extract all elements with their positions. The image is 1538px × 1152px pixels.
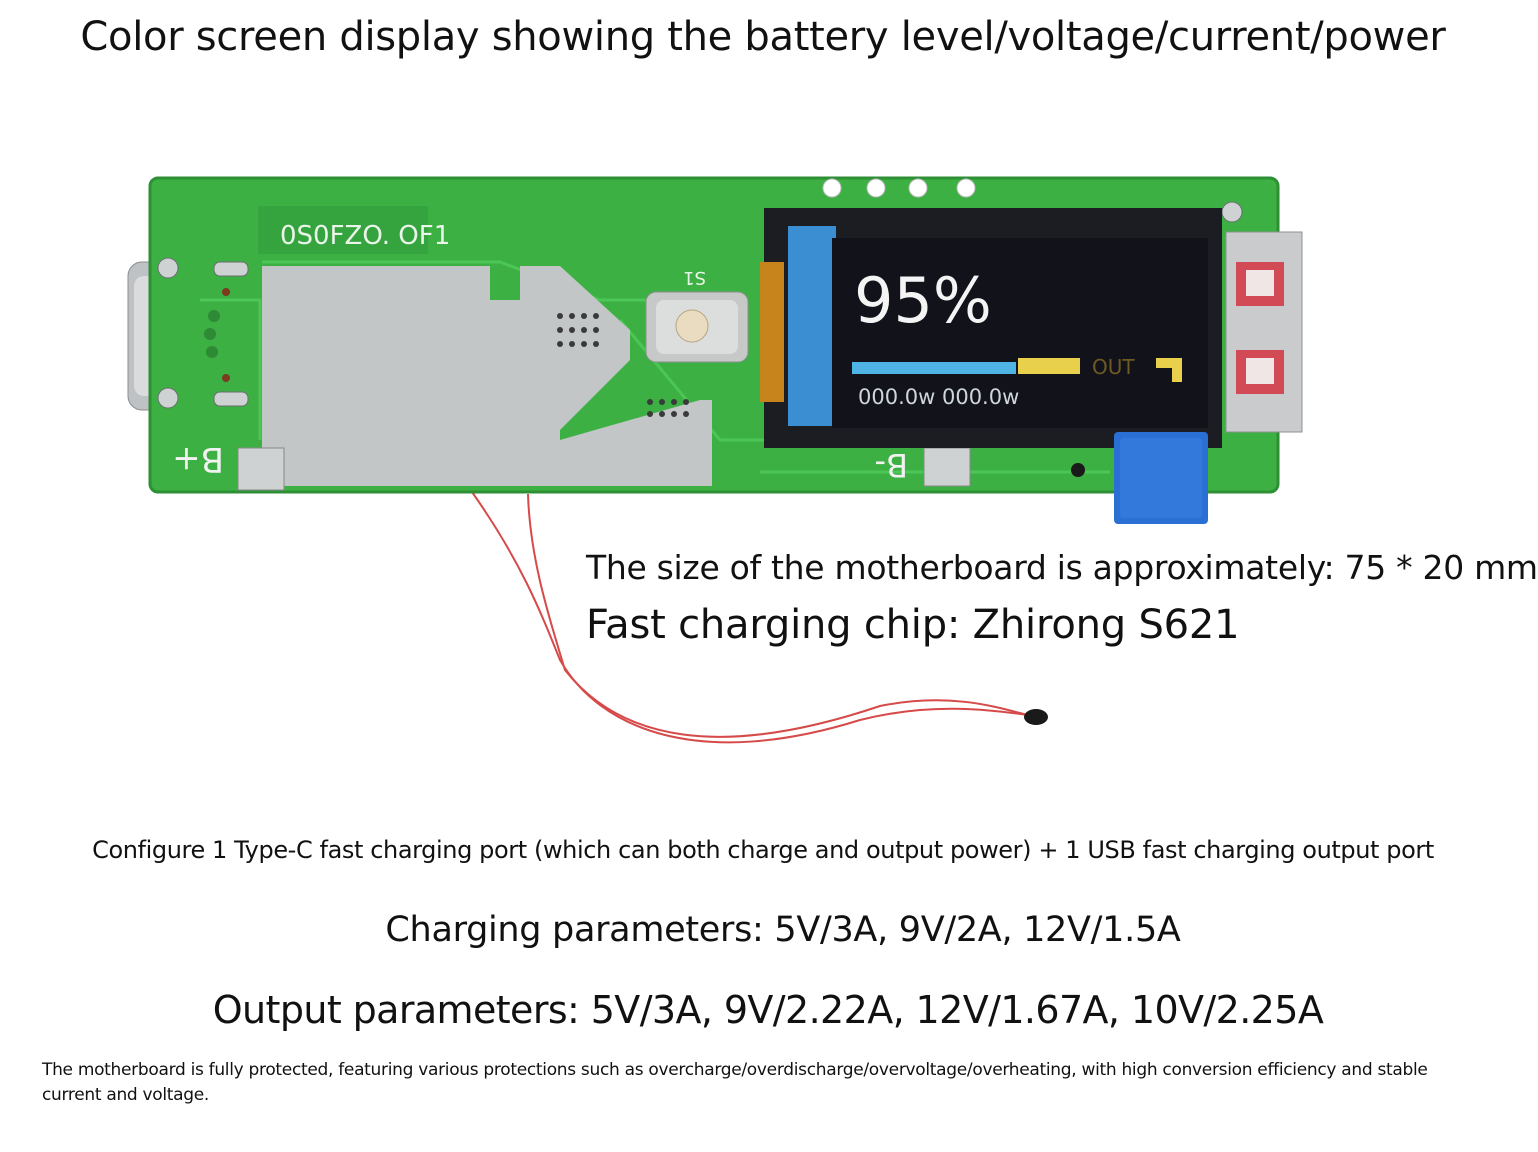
button-cap[interactable] <box>675 309 709 343</box>
bminus-label: B- <box>875 446 909 484</box>
out-label: OUT <box>1092 355 1135 379</box>
charging-spec: Charging parameters: 5V/3A, 9V/2A, 12V/1… <box>385 910 1181 950</box>
bplus-label: B+ <box>172 439 224 479</box>
size-spec: The size of the motherboard is approxima… <box>586 548 1538 587</box>
protection-note: The motherboard is fully protected, feat… <box>42 1060 1428 1105</box>
output-spec: Output parameters: 5V/3A, 9V/2.22A, 12V/… <box>212 988 1324 1032</box>
lcd-display <box>760 208 1222 448</box>
chip-spec: Fast charging chip: Zhirong S621 <box>586 602 1240 648</box>
page-title: Color screen display showing the battery… <box>80 14 1446 60</box>
power-bar <box>1018 358 1080 374</box>
usb-a-port <box>1225 231 1303 433</box>
silk-code: 0S0FZO. OF1 <box>280 221 450 251</box>
current-bar <box>852 362 1016 374</box>
switch-label: S1 <box>683 267 706 288</box>
via-array <box>557 313 689 417</box>
power-button[interactable] <box>645 291 749 363</box>
thermistor-wire <box>471 491 1041 744</box>
thermistor-bead <box>1024 709 1048 725</box>
power-readout: 000.0w 000.0w <box>858 385 1019 409</box>
product-image: 0S0FZO. OF1 S1 B+ B- 95% OUT 000.0w 000.… <box>127 176 1303 744</box>
bminus-pad <box>923 447 971 487</box>
out-bracket <box>1156 358 1182 382</box>
battery-percent: 95% <box>854 264 992 337</box>
bplus-pad <box>237 447 285 491</box>
ports-spec: Configure 1 Type-C fast charging port (w… <box>92 836 1434 864</box>
